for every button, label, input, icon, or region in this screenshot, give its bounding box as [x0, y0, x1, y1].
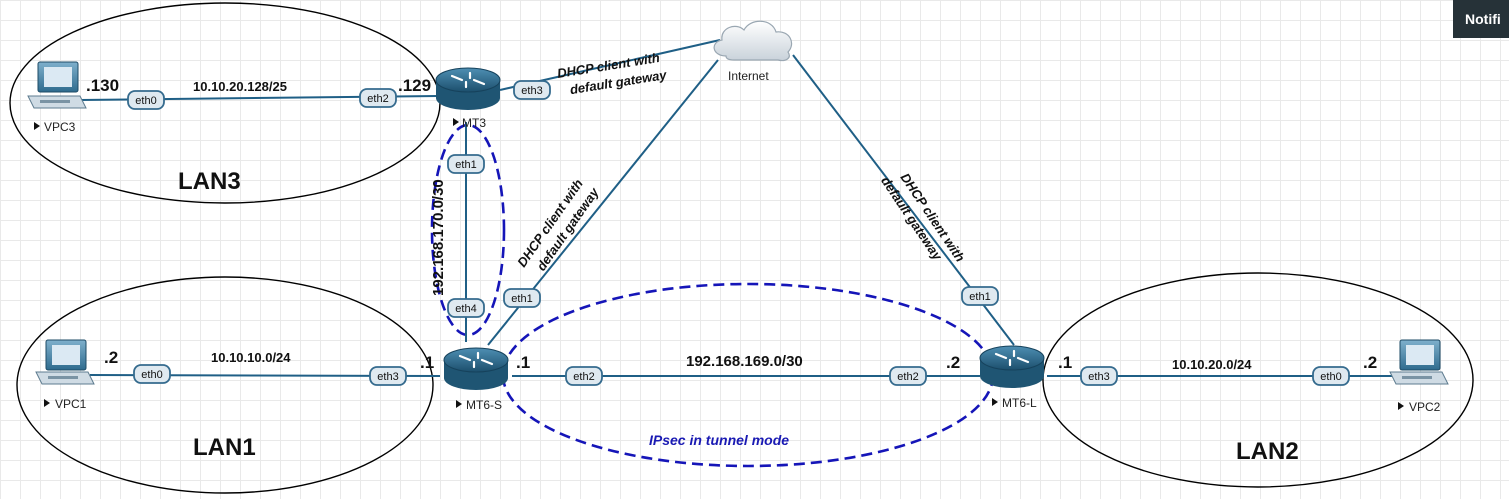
- iface-label: eth1: [455, 159, 476, 171]
- octet-mt3-eth2: .129: [398, 76, 431, 95]
- octet-vpc2: .2: [1363, 353, 1377, 372]
- iface-label: eth1: [969, 291, 990, 303]
- mt6l-label: MT6-L: [1002, 396, 1037, 410]
- router-mt6l[interactable]: MT6-L: [979, 345, 1045, 410]
- ipsec-label: IPsec in tunnel mode: [649, 432, 789, 448]
- iface-label: eth2: [573, 371, 594, 383]
- vpc1-label: VPC1: [55, 397, 87, 411]
- iface-mt6s-eth3[interactable]: eth3: [369, 366, 407, 386]
- network-lan1: 10.10.10.0/24: [211, 350, 291, 365]
- mt3-label: MT3: [462, 116, 486, 130]
- iface-label: eth0: [1320, 371, 1341, 383]
- iface-mt3-eth2[interactable]: eth2: [359, 88, 397, 108]
- lan1-boundary: [16, 276, 434, 494]
- lan2-title: LAN2: [1236, 438, 1299, 465]
- iface-mt3-eth3[interactable]: eth3: [513, 80, 551, 100]
- iface-mt3-eth1[interactable]: eth1: [447, 154, 485, 174]
- octet-vpc1: .2: [104, 348, 118, 367]
- desktop-pc-icon: [27, 61, 87, 109]
- router-icon: [979, 345, 1045, 388]
- iface-mt6s-eth2[interactable]: eth2: [565, 366, 603, 386]
- iface-mt6l-eth3[interactable]: eth3: [1080, 366, 1118, 386]
- internet-label: Internet: [728, 69, 769, 83]
- iface-mt6l-eth1[interactable]: eth1: [961, 286, 999, 306]
- iface-mt6l-eth2[interactable]: eth2: [889, 366, 927, 386]
- dhcp-annotation-mt6s: DHCP client with default gateway: [514, 176, 602, 273]
- pc-vpc3[interactable]: VPC3: [27, 61, 87, 134]
- play-triangle-icon: [453, 118, 459, 126]
- iface-vpc3-eth0[interactable]: eth0: [127, 90, 165, 110]
- lan3-title: LAN3: [178, 168, 241, 195]
- play-triangle-icon: [456, 400, 462, 408]
- vpc3-label: VPC3: [44, 120, 76, 134]
- desktop-pc-icon: [1389, 339, 1449, 385]
- lan2-boundary: [1042, 272, 1474, 488]
- iface-mt6s-eth4[interactable]: eth4: [447, 298, 485, 318]
- iface-label: eth3: [1088, 371, 1109, 383]
- pc-vpc1[interactable]: VPC1: [35, 339, 95, 411]
- play-triangle-icon: [34, 122, 40, 130]
- mt3-link-dashed-ellipse: [430, 123, 506, 337]
- router-icon: [443, 347, 509, 390]
- network-lan3: 10.10.20.128/25: [193, 79, 287, 94]
- octet-mt6l-eth3: .1: [1058, 353, 1072, 372]
- notification-button[interactable]: Notifi: [1453, 0, 1509, 38]
- vpc2-label: VPC2: [1409, 400, 1441, 414]
- octet-mt6l-eth2: .2: [946, 353, 960, 372]
- pc-vpc2[interactable]: VPC2: [1389, 339, 1449, 414]
- play-triangle-icon: [1398, 402, 1404, 410]
- network-mt3-link: 192.168.170.0/30: [430, 179, 447, 296]
- router-icon: [435, 67, 501, 110]
- octet-mt6s-eth2: .1: [516, 353, 530, 372]
- iface-vpc2-eth0[interactable]: eth0: [1312, 366, 1350, 386]
- iface-label: eth4: [455, 303, 476, 315]
- router-mt6s[interactable]: MT6-S: [443, 347, 509, 412]
- play-triangle-icon: [992, 398, 998, 406]
- internet-cloud[interactable]: Internet: [713, 20, 793, 83]
- iface-label: eth3: [377, 371, 398, 383]
- iface-label: eth0: [135, 95, 156, 107]
- network-lan2: 10.10.20.0/24: [1172, 357, 1252, 372]
- iface-vpc1-eth0[interactable]: eth0: [133, 364, 171, 384]
- dhcp-annotation-mt3: DHCP client with default gateway: [556, 50, 668, 97]
- octet-mt6s-eth3: .1: [420, 353, 434, 372]
- mt6s-label: MT6-S: [466, 398, 502, 412]
- iface-label: eth1: [511, 293, 532, 305]
- cloud-icon: [713, 20, 793, 62]
- iface-label: eth2: [897, 371, 918, 383]
- iface-label: eth2: [367, 93, 388, 105]
- play-triangle-icon: [44, 399, 50, 407]
- iface-label: eth3: [521, 85, 542, 97]
- iface-mt6s-eth1[interactable]: eth1: [503, 288, 541, 308]
- desktop-pc-icon: [35, 339, 95, 385]
- octet-vpc3: .130: [86, 76, 119, 95]
- router-mt3[interactable]: MT3: [435, 67, 501, 130]
- dhcp-annotation-mt6l: DHCP client with default gateway: [878, 170, 968, 264]
- network-mt6-link: 192.168.169.0/30: [686, 353, 803, 370]
- iface-label: eth0: [141, 369, 162, 381]
- lan1-title: LAN1: [193, 434, 256, 461]
